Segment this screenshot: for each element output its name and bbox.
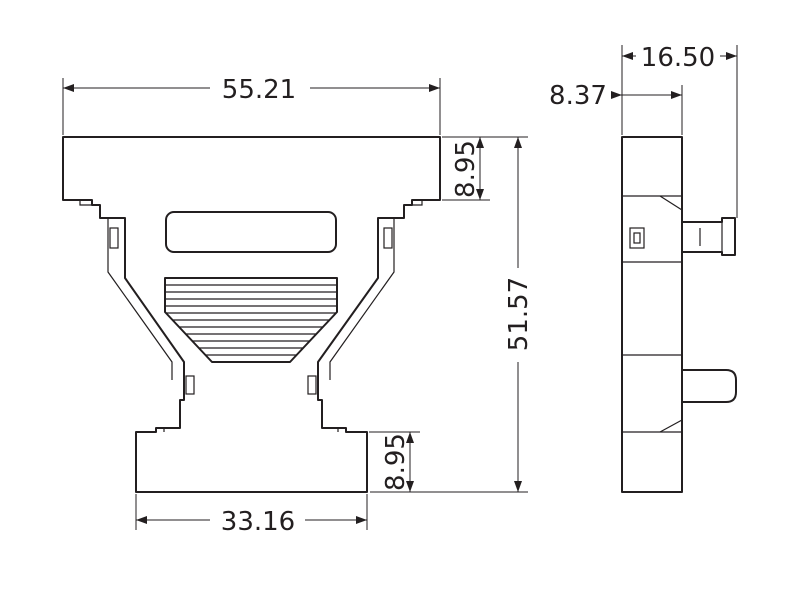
- front-view-right-inner-taper: [329, 218, 395, 380]
- right-lower-notch: [337, 427, 346, 432]
- dim-overall-width: 55.21: [62, 75, 441, 135]
- dim-side-depth-partial: 8.37: [549, 81, 683, 135]
- dim-bottom-width-text: 33.16: [221, 507, 295, 537]
- left-lower-notch: [156, 427, 165, 432]
- front-view-left-inner-taper: [107, 218, 173, 380]
- dim-bottom-flange: 8.95: [369, 431, 420, 492]
- dim-bottom-width: 33.16: [135, 494, 368, 537]
- side-view-body: [621, 136, 683, 493]
- side-view-bottom-step: [659, 419, 683, 433]
- strain-relief: [164, 277, 338, 363]
- side-view-lower-latch: [682, 369, 737, 403]
- right-upper-notch: [412, 200, 423, 206]
- left-upper-notch: [79, 200, 92, 206]
- dim-side-depth-total: 16.50: [621, 43, 738, 218]
- dimensions: 55.21 8.95 51.57 8.95: [62, 43, 738, 537]
- dim-overall-height-text: 51.57: [504, 277, 534, 351]
- dim-bottom-flange-text: 8.95: [381, 433, 411, 491]
- left-upper-latch: [109, 227, 119, 249]
- strain-relief-ribs: [165, 284, 337, 356]
- dim-top-flange: 8.95: [442, 136, 490, 201]
- side-view-latch-pin: [633, 232, 641, 244]
- right-lower-latch: [307, 375, 317, 395]
- side-view-top-step: [659, 195, 683, 211]
- dim-overall-height: 51.57: [370, 136, 534, 493]
- dim-side-depth-partial-text: 8.37: [549, 81, 607, 111]
- left-lower-latch: [185, 375, 195, 395]
- side-view: [621, 136, 737, 493]
- dim-overall-width-text: 55.21: [222, 75, 296, 105]
- dim-side-depth-total-text: 16.50: [641, 43, 715, 73]
- right-upper-latch: [383, 227, 393, 249]
- label-window: [165, 211, 337, 253]
- front-view: [62, 136, 441, 493]
- side-view-latch-window: [629, 227, 645, 249]
- side-view-upper-latch: [682, 217, 736, 256]
- dim-top-flange-text: 8.95: [451, 140, 481, 198]
